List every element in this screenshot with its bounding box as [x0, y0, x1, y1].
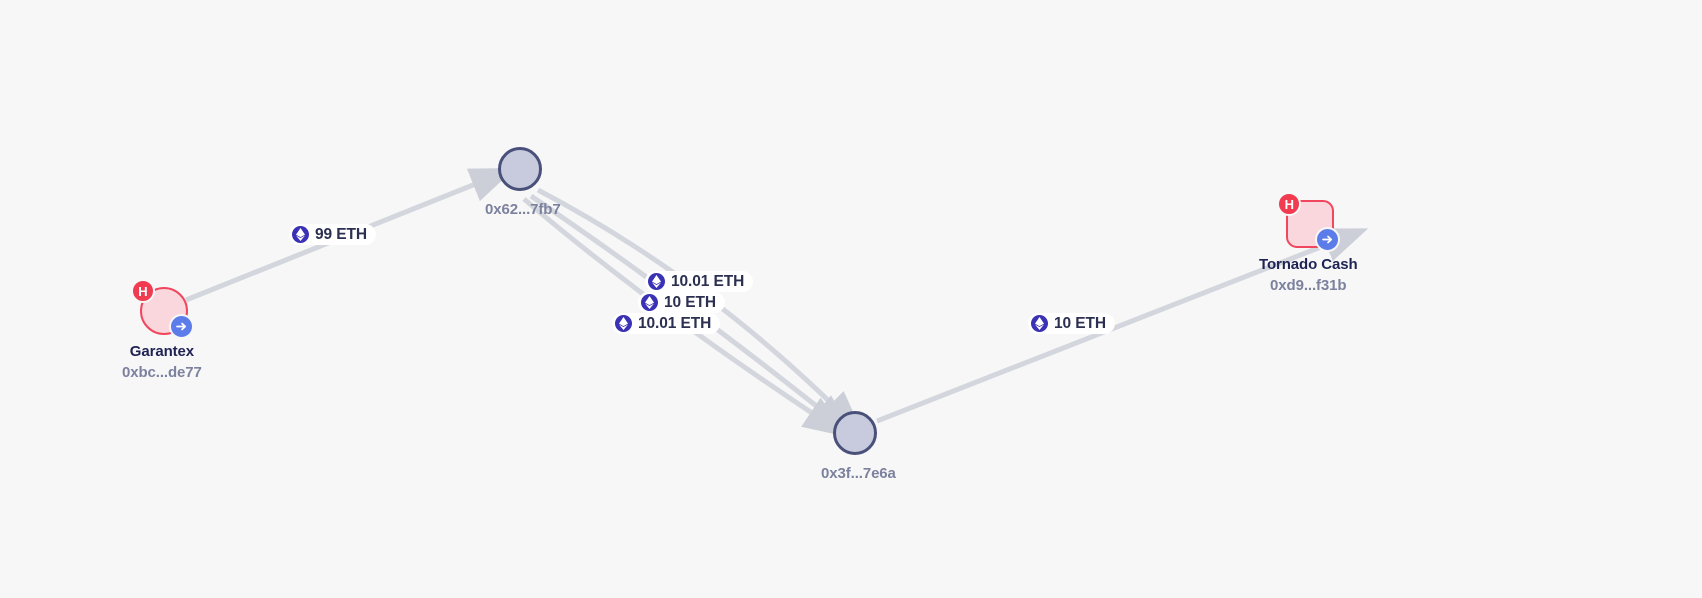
node-address: 0xbc...de77: [122, 364, 202, 381]
node-title: Garantex: [129, 343, 195, 360]
arrow-right-icon: [1315, 227, 1341, 252]
node-shape[interactable]: H: [130, 279, 194, 339]
edge-label-99-eth[interactable]: 99 ETH: [289, 224, 376, 245]
node-address: 0x3f...7e6a: [821, 465, 896, 482]
risk-badge-letter: H: [1284, 196, 1294, 212]
risk-badge-letter: H: [138, 283, 148, 299]
edge-label-amount: 10.01 ETH: [671, 272, 745, 290]
edge-label-10-eth-b[interactable]: 10 ETH: [1028, 313, 1115, 334]
ethereum-icon: [648, 273, 665, 290]
ethereum-icon: [292, 226, 309, 243]
edge-label-10-01-eth-b[interactable]: 10.01 ETH: [612, 313, 721, 334]
node-address: 0x62...7fb7: [485, 201, 561, 218]
edge-label-amount: 10 ETH: [1054, 314, 1106, 332]
node-hash-3f[interactable]: 0x3f...7e6a: [821, 407, 896, 482]
edge-label-10-01-eth-a[interactable]: 10.01 ETH: [645, 271, 754, 292]
edge-label-10-eth-a[interactable]: 10 ETH: [638, 292, 725, 313]
node-title: Tornado Cash: [1259, 256, 1358, 273]
hash-circle-shape: [833, 411, 878, 455]
node-address: 0xd9...f31b: [1270, 277, 1347, 294]
node-hash-62[interactable]: 0x62...7fb7: [485, 143, 561, 218]
node-garantex[interactable]: H Garantex 0xbc...de77: [122, 279, 202, 381]
node-shape[interactable]: [494, 143, 552, 195]
arrow-right-icon: [168, 314, 194, 339]
high-risk-icon: H: [130, 279, 155, 303]
edge-label-amount: 99 ETH: [315, 225, 367, 243]
node-shape[interactable]: H: [1277, 192, 1341, 252]
ethereum-icon: [1031, 315, 1048, 332]
node-shape[interactable]: [829, 407, 887, 459]
hash-circle-shape: [497, 147, 542, 191]
ethereum-icon: [615, 315, 632, 332]
edge-label-amount: 10 ETH: [664, 293, 716, 311]
node-tornado-cash[interactable]: H Tornado Cash 0xd9...f31b: [1259, 192, 1358, 294]
high-risk-icon: H: [1277, 192, 1302, 216]
ethereum-icon: [641, 294, 658, 311]
edge-label-amount: 10.01 ETH: [638, 314, 712, 332]
